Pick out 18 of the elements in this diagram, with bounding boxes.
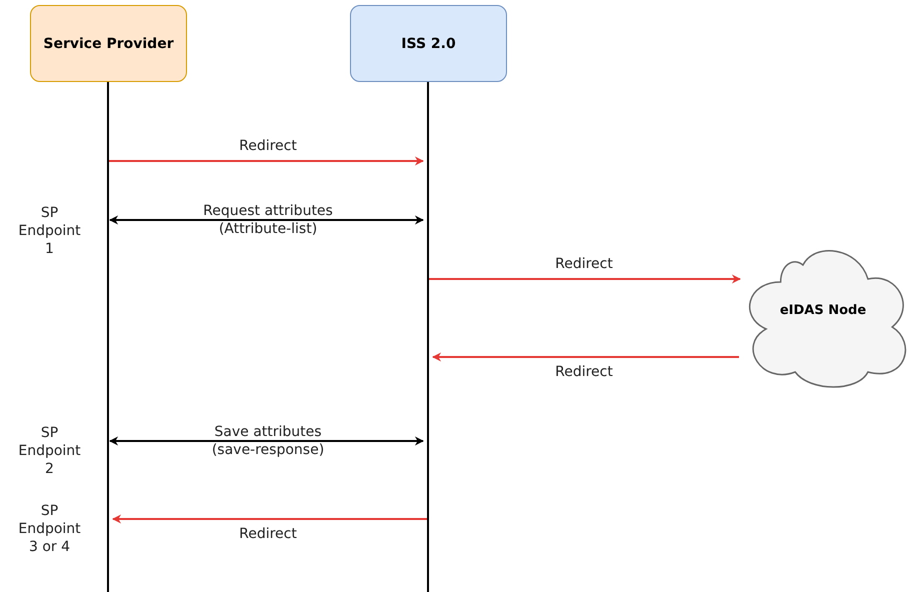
edge-label: Redirect — [554, 255, 614, 273]
endpoint-label: SP Endpoint 2 — [17, 424, 82, 478]
endpoint-label: SP Endpoint 3 or 4 — [17, 502, 82, 556]
arrow — [112, 514, 427, 524]
edge-label: Save attributes (save-response) — [210, 423, 326, 459]
node-label: eIDAS Node — [778, 303, 868, 318]
double-arrow — [109, 216, 424, 224]
participant-box: ISS 2.0 — [350, 5, 507, 82]
endpoint-label: SP Endpoint 1 — [17, 204, 82, 258]
participant-box: Service Provider — [30, 5, 187, 82]
edge-label: Request attributes (Attribute-list) — [202, 202, 334, 238]
double-arrow — [109, 436, 424, 446]
arrow — [429, 274, 741, 284]
edge-label: Redirect — [238, 137, 298, 155]
arrow — [432, 352, 739, 362]
arrow — [109, 156, 424, 166]
edge-label: Redirect — [238, 525, 298, 543]
edge-label: Redirect — [554, 363, 614, 381]
